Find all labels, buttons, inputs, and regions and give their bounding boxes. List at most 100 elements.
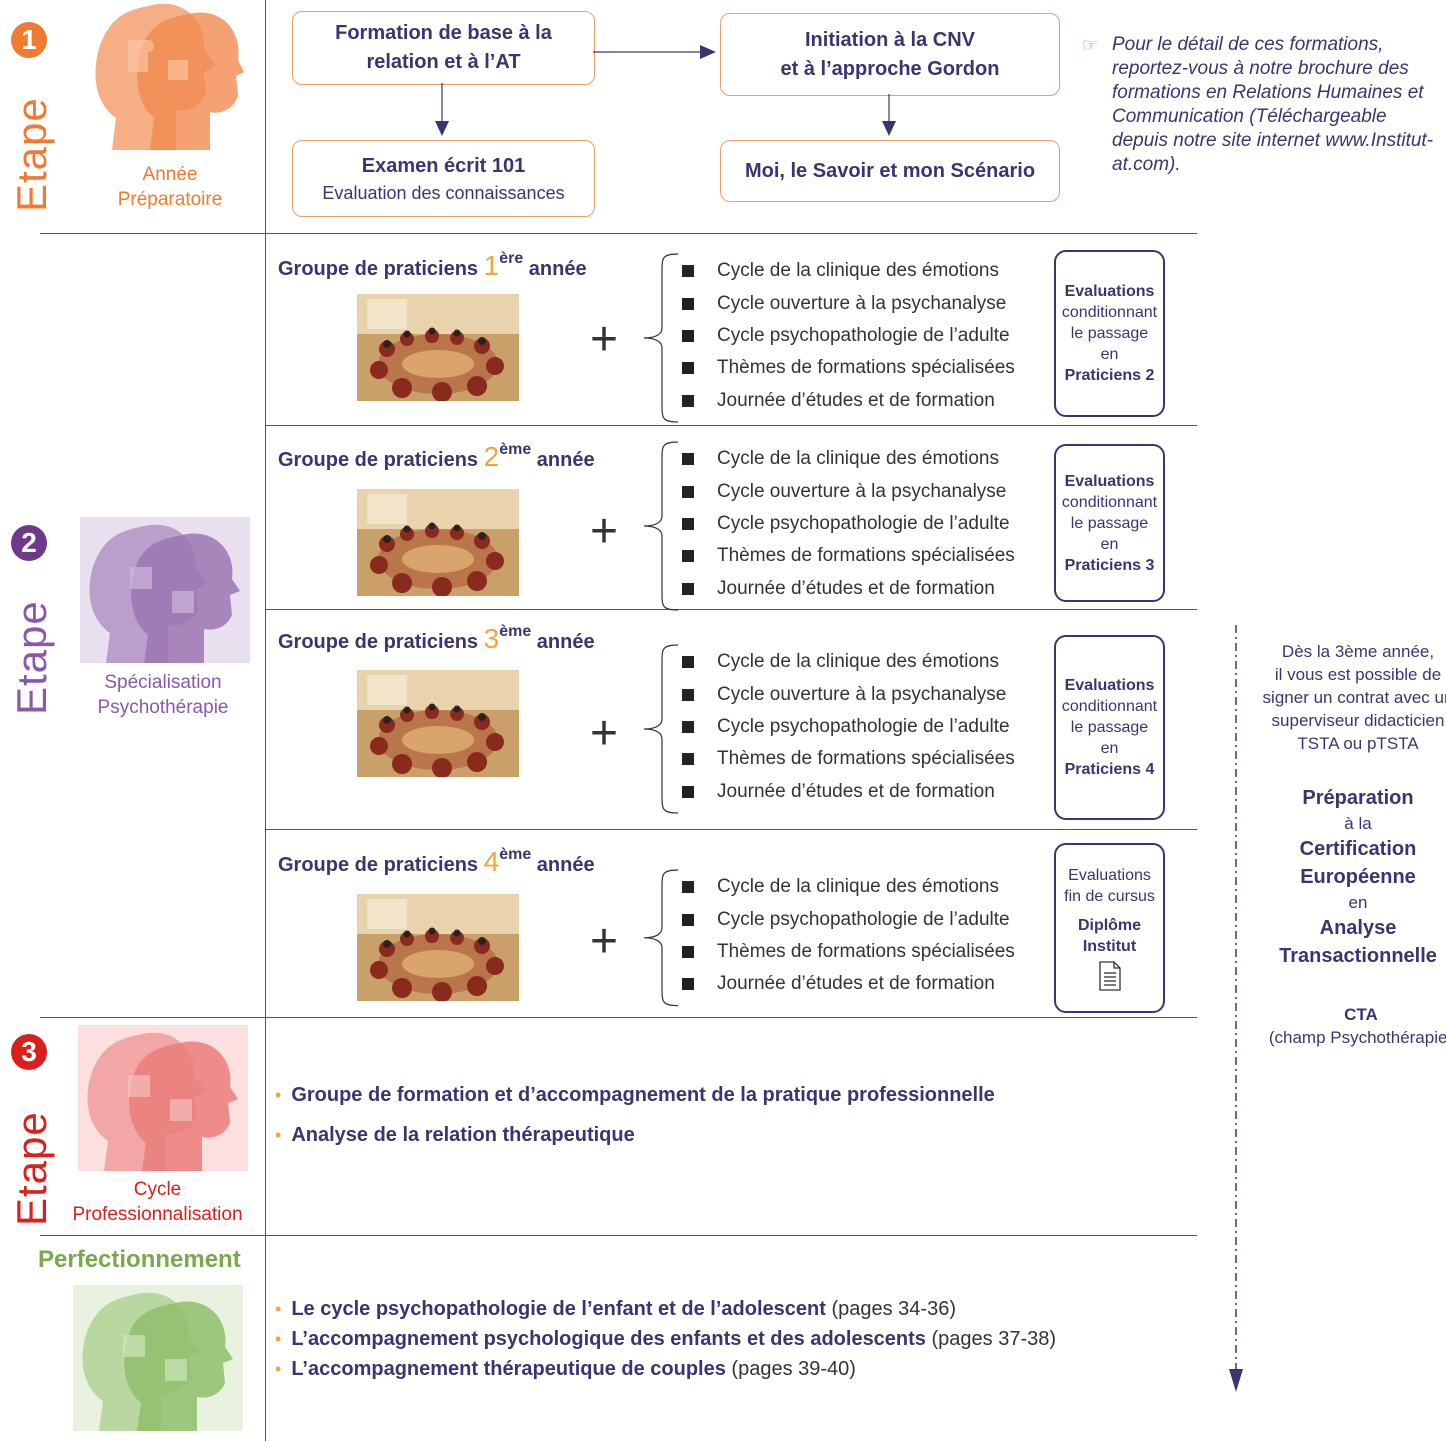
side-l4: superviseur didacticien: [1271, 711, 1445, 730]
eval-line: le passage: [1070, 514, 1149, 532]
square-bullet-icon: [682, 978, 694, 991]
formation-de-base-box: Formation de base à la relation et à l’A…: [292, 11, 595, 85]
flow-arrows: [435, 45, 896, 136]
group-year-number: 3: [483, 623, 500, 654]
note-line2: reportez-vous à notre brochure des: [1112, 58, 1409, 79]
pointing-hand-icon: ☞: [1082, 35, 1099, 55]
side-contract-text: Dès la 3ème année, il vous est possible …: [1246, 640, 1446, 755]
side-l2: il vous est possible de: [1274, 665, 1442, 684]
side-cta: CTA (champ Psychothérapie): [1246, 1003, 1446, 1049]
note-line5: depuis notre site internet www.Institut-: [1112, 130, 1434, 151]
group-photo: [357, 294, 519, 401]
group-year-suffix: ème: [499, 623, 532, 641]
group-title-suffix: année: [531, 854, 595, 876]
note-line1: Pour le détail de ces formations,: [1112, 34, 1384, 55]
eval-line: conditionnant: [1061, 493, 1158, 511]
plus-sign: +: [590, 915, 619, 968]
stage1-head-icon: [95, 3, 244, 151]
stage3-label: Cycle Professionnalisation: [55, 1177, 260, 1227]
group-year-suffix: ème: [499, 441, 532, 459]
square-bullet-icon: [682, 913, 694, 926]
brace: [643, 869, 679, 1007]
square-bullet-icon: [682, 753, 694, 766]
note-line6: at.com).: [1112, 154, 1181, 175]
perfectionnement-bullets: •Le cycle psychopathologie de l’enfant e…: [275, 1298, 1056, 1381]
stage3-label-line2: Professionnalisation: [72, 1204, 243, 1225]
stage1-number-badge: 1: [11, 22, 47, 58]
group-title-suffix: année: [531, 449, 595, 471]
side-l3: signer un contrat avec un: [1262, 688, 1446, 707]
eval-line: en: [1100, 346, 1119, 363]
module-item: Cycle ouverture à la psychanalyse: [682, 287, 1015, 319]
divider-group1: [265, 425, 1197, 426]
eval-line: le passage: [1070, 325, 1149, 342]
group-title-suffix: année: [523, 258, 587, 280]
module-item: Cycle de la clinique des émotions: [682, 443, 1015, 475]
group-title-suffix: année: [531, 631, 595, 653]
side-p4: Européenne: [1300, 866, 1416, 888]
module-item: Cycle de la clinique des émotions: [682, 871, 1015, 903]
stage1-label-line2: Préparatoire: [117, 189, 223, 210]
square-bullet-icon: [682, 297, 694, 310]
square-bullet-icon: [682, 688, 694, 701]
brochure-note: ☞ Pour le détail de ces formations, repo…: [1082, 33, 1442, 177]
stage2-etape-label: Etape: [8, 600, 55, 715]
divider-group3: [265, 829, 1197, 830]
module-item: Thèmes de formations spécialisées: [682, 743, 1015, 775]
moi-savoir-text: Moi, le Savoir et mon Scénario: [744, 159, 1036, 182]
side-p5: en: [1348, 893, 1368, 912]
cnv-line2: et à l’approche Gordon: [780, 57, 1000, 80]
perfectionnement-bullet: •Le cycle psychopathologie de l’enfant e…: [275, 1298, 956, 1320]
square-bullet-icon: [682, 362, 694, 375]
group-title: Groupe de praticiens 1ère année: [278, 250, 587, 282]
eval-line: Praticiens 2: [1064, 367, 1155, 384]
examen-subtitle: Evaluation des connaissances: [322, 183, 565, 203]
group-year-suffix: ère: [499, 250, 524, 268]
perfectionnement-bullet: •L’accompagnement thérapeutique de coupl…: [275, 1358, 856, 1380]
group-photo: [357, 894, 519, 1001]
square-bullet-icon: [682, 881, 694, 894]
side-p6: Analyse: [1319, 917, 1397, 939]
perfectionnement-head-icon: [82, 1292, 233, 1431]
group-year-number: 2: [483, 441, 500, 472]
stage2-label-line1: Spécialisation: [104, 672, 222, 693]
note-line3: formations en Relations Humaines et: [1112, 82, 1424, 103]
group-title-prefix: Groupe de praticiens: [278, 854, 484, 876]
group-title-prefix: Groupe de praticiens: [278, 449, 484, 471]
module-item: Journée d’études et de formation: [682, 968, 1015, 1000]
eval-line: Evaluations: [1068, 867, 1151, 884]
main-vertical-divider: [265, 0, 266, 1441]
square-bullet-icon: [682, 485, 694, 498]
module-item: Journée d’études et de formation: [682, 385, 1015, 417]
examen-box: Examen écrit 101 Evaluation des connaiss…: [292, 140, 595, 217]
eval-line: Praticiens 4: [1064, 761, 1155, 778]
stage3-bullet: •Groupe de formation et d’accompagnement…: [275, 1084, 995, 1106]
formation-line1: Formation de base à la: [335, 22, 552, 44]
module-item: Cycle psychopathologie de l’adulte: [682, 903, 1015, 935]
module-item: Cycle ouverture à la psychanalyse: [682, 475, 1015, 507]
plus-sign: +: [590, 707, 619, 760]
group-title: Groupe de praticiens 4ème année: [278, 846, 595, 878]
stage3-label-line1: Cycle: [133, 1179, 182, 1200]
square-bullet-icon: [682, 517, 694, 530]
stage2-label-line2: Psychothérapie: [97, 697, 229, 718]
module-item: Cycle ouverture à la psychanalyse: [682, 678, 1015, 710]
square-bullet-icon: [682, 550, 694, 563]
module-item: Thèmes de formations spécialisées: [682, 352, 1015, 384]
module-item: Thèmes de formations spécialisées: [682, 540, 1015, 572]
brace: [643, 253, 679, 423]
square-bullet-icon: [682, 720, 694, 733]
group-title-prefix: Groupe de praticiens: [278, 258, 484, 280]
eval-line: conditionnant: [1061, 304, 1158, 321]
stage3-bullet: •Analyse de la relation thérapeutique: [275, 1124, 635, 1146]
note-line4: Communication (Téléchargeable: [1112, 106, 1387, 127]
stage3-etape-label: Etape: [8, 1111, 55, 1226]
module-item: Cycle de la clinique des émotions: [682, 646, 1015, 678]
divider-stage1: [40, 233, 1197, 234]
side-p1: Préparation: [1302, 787, 1414, 809]
group-year-number: 1: [483, 250, 500, 281]
